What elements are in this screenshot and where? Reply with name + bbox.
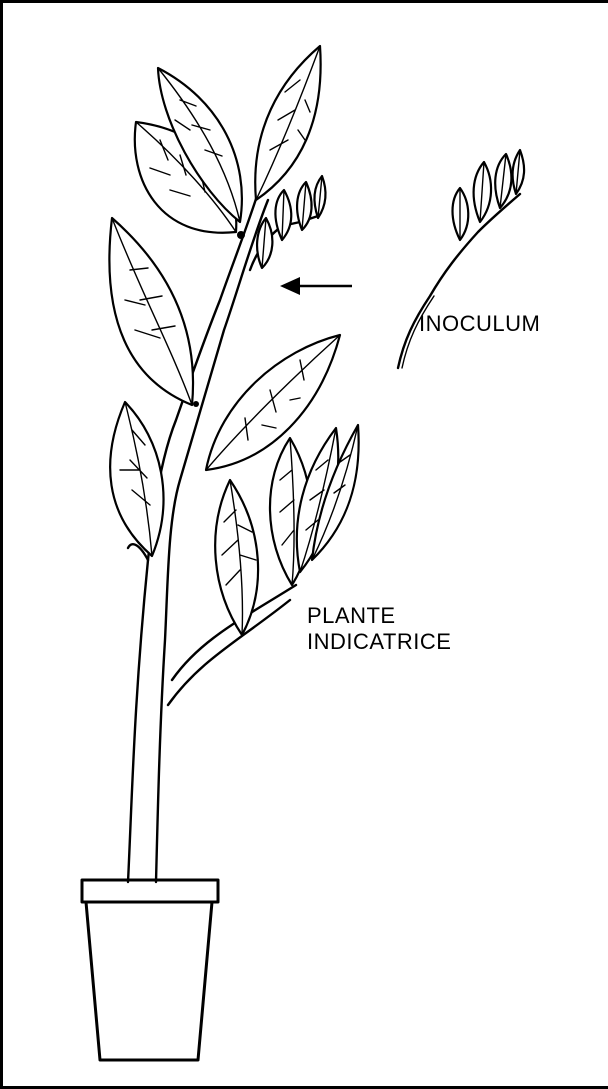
leaf: [255, 46, 320, 200]
indicator-plant-leaves: [109, 46, 358, 635]
indicator-plant-label: PLANTE INDICATRICE: [307, 603, 451, 655]
arrow-left-icon: [280, 277, 352, 295]
leaf: [215, 480, 258, 635]
flower-pot: [82, 880, 218, 1060]
leaf: [109, 218, 193, 405]
leaf: [206, 335, 340, 470]
inoculum-label: INOCULUM: [419, 311, 540, 337]
indicator-plant-label-line1: PLANTE: [307, 603, 451, 629]
leaf: [110, 402, 163, 556]
indicator-plant-label-line2: INDICATRICE: [307, 629, 451, 655]
